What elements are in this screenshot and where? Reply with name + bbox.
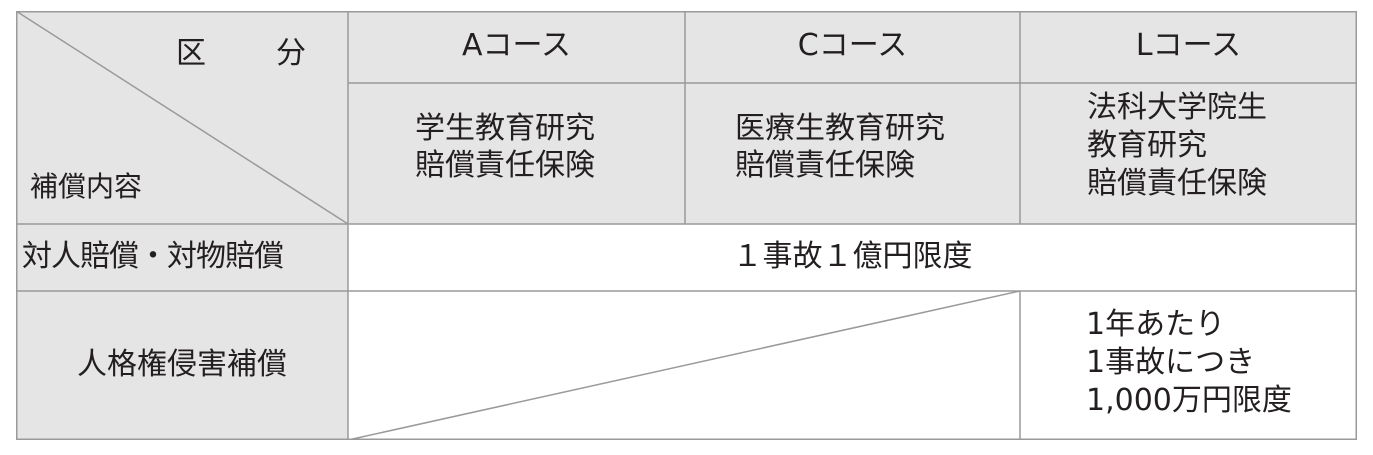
- course-c-header: Cコース: [685, 11, 1020, 83]
- row-label-bodily-property-text: 対人賠償・対物賠償: [22, 239, 284, 274]
- course-l-plan-line-2: 教育研究: [1087, 128, 1207, 163]
- row-value-bodily-property-text: １事故１億円限度: [732, 239, 973, 274]
- course-l-plan-line-3: 賠償責任保険: [1087, 166, 1267, 201]
- row-value-line-3: 1,000万円限度: [1086, 383, 1292, 418]
- course-a-plan-line-2: 賠償責任保険: [415, 148, 595, 183]
- row-label-bodily-property: 対人賠償・対物賠償: [16, 224, 348, 291]
- corner-header-cell: 区 分 補償内容: [16, 11, 348, 224]
- course-a-name: Aコース: [461, 28, 572, 63]
- course-l-plan-cell: 法科大学院生 教育研究 賠償責任保険: [1020, 83, 1357, 224]
- course-c-plan-cell: 医療生教育研究 賠償責任保険: [685, 83, 1020, 224]
- row-value-personality-rights-empty: [348, 291, 1020, 440]
- course-c-plan-line-2: 賠償責任保険: [735, 148, 915, 183]
- course-l-name: Lコース: [1135, 28, 1242, 63]
- row-label-personality-rights-text: 人格権侵害補償: [77, 347, 287, 382]
- course-a-plan-line-1: 学生教育研究: [415, 111, 595, 146]
- compensation-table: 区 分 補償内容 Aコース Cコース Lコース 学生教育研究 賠償責任保険 医療…: [16, 11, 1357, 440]
- row-value-line-2: 1事故につき: [1086, 345, 1256, 380]
- course-l-header: Lコース: [1020, 11, 1357, 83]
- course-l-plan-line-1: 法科大学院生: [1087, 90, 1267, 125]
- course-a-plan-cell: 学生教育研究 賠償責任保険: [348, 83, 685, 224]
- row-value-bodily-property: １事故１億円限度: [348, 224, 1357, 291]
- corner-label-category: 区 分: [176, 36, 326, 71]
- course-c-plan-line-1: 医療生教育研究: [735, 111, 945, 146]
- row-label-personality-rights: 人格権侵害補償: [16, 291, 348, 440]
- corner-label-coverage: 補償内容: [30, 170, 143, 203]
- row-value-personality-rights: 1年あたり 1事故につき 1,000万円限度: [1020, 291, 1357, 440]
- course-c-name: Cコース: [797, 28, 908, 63]
- course-a-header: Aコース: [348, 11, 685, 83]
- row-value-line-1: 1年あたり: [1086, 307, 1226, 342]
